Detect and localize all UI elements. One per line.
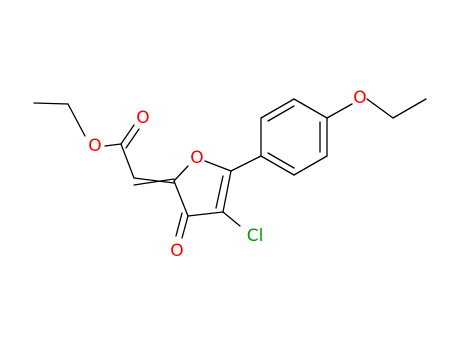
bond-ethyl-ch2-o [67,103,86,137]
bond-benzene-inner-c [267,152,295,169]
bond-benzene-2 [260,98,295,119]
bond-carbonyl-c-ch [120,143,135,179]
bond-ch-c2-double-1 [133,177,175,184]
bond-c2-ring-o [173,165,189,182]
bond-benzene-3 [293,98,328,119]
bond-carbonyl-c-o-double-1 [120,124,135,145]
bond-benzene-5 [293,155,328,176]
bond-layer [33,98,427,239]
atom-ester-oxygen: O [88,136,101,156]
atom-ring-oxygen: O [190,148,203,168]
bond-c5-aryl [230,155,262,172]
bond-ethoxy-ch2-ch3 [392,98,427,119]
bond-benzene-inner-a [267,105,295,122]
atom-ether-oxygen: O [353,88,366,108]
bond-c5-c4-double-inner [215,175,224,209]
bond-ether-o-ch2 [366,98,394,119]
atom-chlorine: Cl [247,226,264,246]
bond-c3-ketone-o-double-1 [181,215,189,239]
bond-c3-ketone-o-double-2 [175,212,183,237]
bond-ring-o-c5 [204,160,232,172]
atom-ester-carbonyl-oxygen: O [136,108,149,128]
bond-o-carbonyl-c [104,143,122,147]
bond-c5-c4-double [222,170,232,213]
bond-c3-c2 [173,180,189,217]
bond-benzene-6 [260,155,295,176]
bond-carbonyl-c-o-double-2 [125,128,140,149]
bond-c4-c3 [187,211,224,217]
atom-ketone-oxygen: O [170,241,183,261]
atom-label-layer: O O O O O Cl [88,88,366,261]
bond-ch-c2-double-2 [133,178,175,186]
bond-c4-cl [222,211,241,227]
bond-aryl-ether-o [326,103,353,119]
bond-ethyl-ch3-ch2 [33,102,69,105]
